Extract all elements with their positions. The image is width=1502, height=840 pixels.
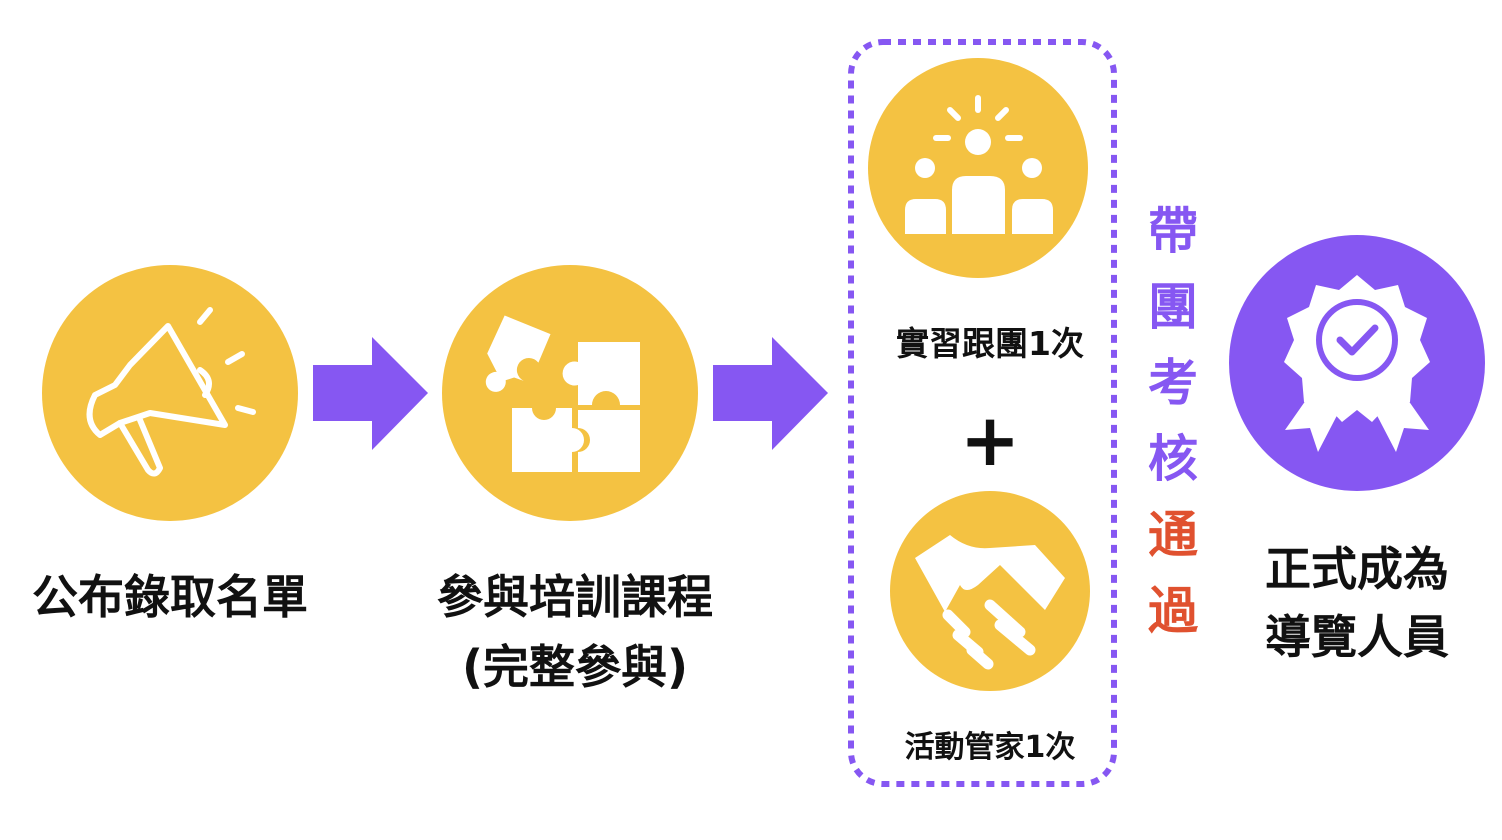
step-publish-list: 公布錄取名單 bbox=[32, 265, 308, 624]
step-label: 公布錄取名單 bbox=[32, 570, 308, 624]
task-label: 活動管家1次 bbox=[905, 730, 1076, 765]
assessment-char: 帶 bbox=[1148, 202, 1198, 260]
step-training: 參與培訓課程 (完整參與) bbox=[437, 265, 713, 694]
assessment-char: 通 bbox=[1148, 506, 1198, 564]
task-label: 實習跟團1次 bbox=[896, 324, 1084, 363]
internship-group: 實習跟團1次 + 活動管家1次 bbox=[848, 39, 1117, 787]
dotted-frame bbox=[848, 39, 1117, 787]
group-leader-icon bbox=[905, 95, 1053, 234]
assessment-passed-label: 帶 團 考 核 通 過 bbox=[1148, 202, 1199, 640]
assessment-char: 核 bbox=[1148, 430, 1198, 488]
arrow-right-icon bbox=[713, 337, 828, 450]
step-label: 導覽人員 bbox=[1265, 610, 1449, 664]
assessment-char: 考 bbox=[1148, 354, 1198, 412]
megaphone-icon bbox=[86, 307, 256, 477]
arrow-right-icon bbox=[313, 337, 428, 450]
plus-sign: + bbox=[960, 398, 1020, 482]
step-circle bbox=[42, 265, 298, 521]
step-circle bbox=[442, 265, 698, 521]
step-label: 參與培訓課程 bbox=[437, 570, 713, 624]
award-ribbon-icon bbox=[1284, 275, 1430, 452]
step-label: 正式成為 bbox=[1265, 542, 1449, 596]
handshake-icon bbox=[915, 535, 1065, 670]
puzzle-icon bbox=[485, 315, 640, 472]
assessment-char: 團 bbox=[1148, 278, 1198, 336]
step-label-note: (完整參與) bbox=[462, 640, 688, 694]
step-circle bbox=[868, 58, 1088, 278]
step-become-guide: 正式成為 導覽人員 bbox=[1229, 235, 1485, 664]
assessment-char: 過 bbox=[1148, 582, 1199, 640]
step-circle bbox=[890, 491, 1090, 691]
